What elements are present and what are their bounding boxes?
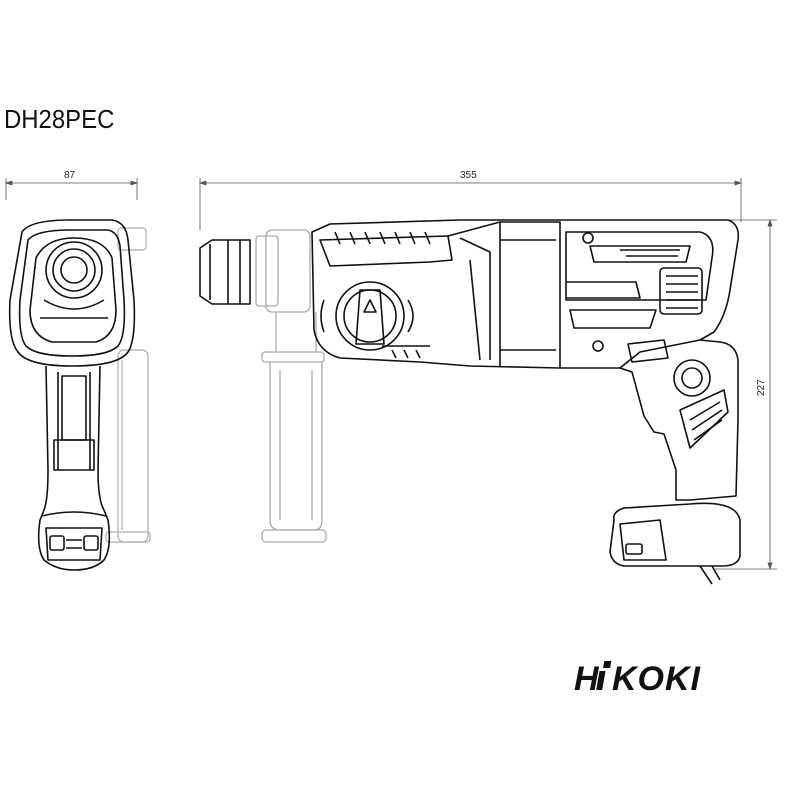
dimension-length-label: 355 (460, 170, 477, 181)
svg-text:KOKI: KOKI (612, 660, 702, 697)
svg-text:H: H (574, 660, 600, 697)
dimension-width-label: 87 (64, 170, 76, 181)
hikoki-logo: H KOKI (574, 660, 702, 697)
model-title: DH28PEC (4, 104, 115, 134)
